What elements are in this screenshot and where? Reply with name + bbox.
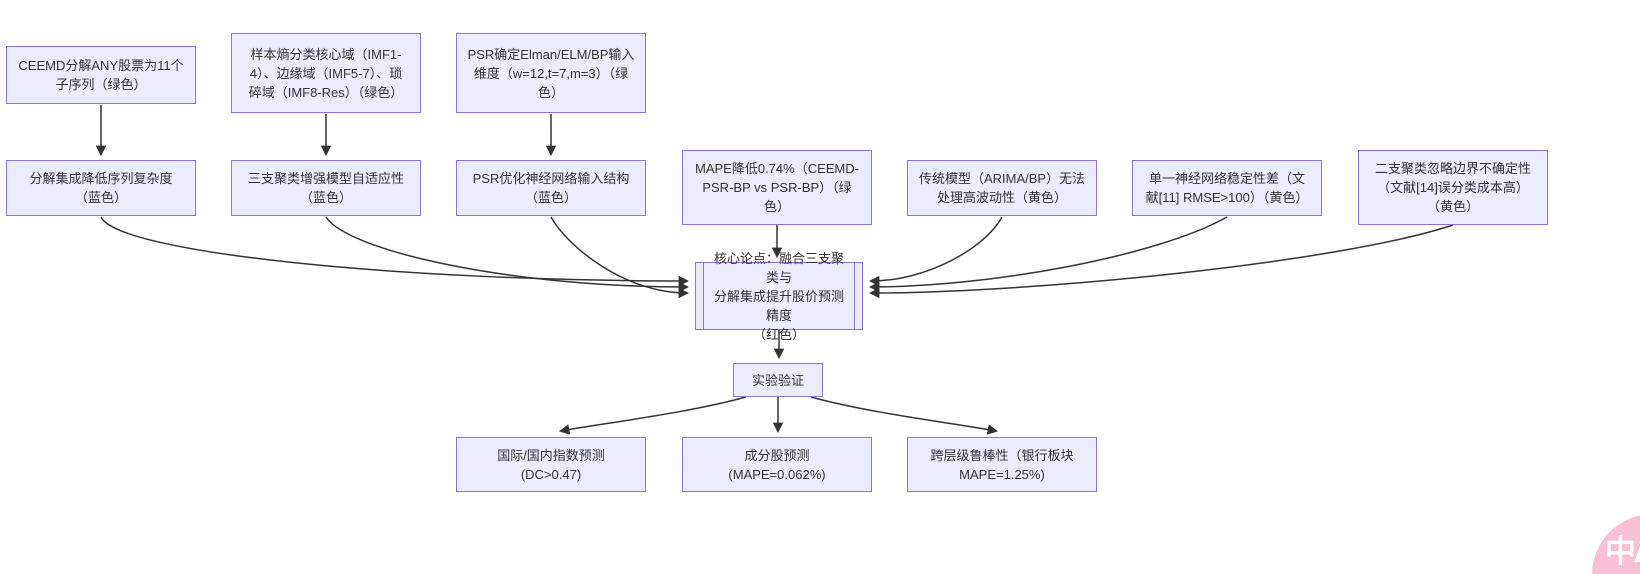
subroutine-left-bar: [703, 263, 704, 329]
edge-singlenn-to-core: [868, 216, 1228, 293]
node-experiment: 实验验证: [733, 363, 823, 397]
edge-experiment-to-robust: [810, 396, 999, 435]
node-index-prediction: 国际/国内指数预测 (DC>0.47): [456, 437, 646, 492]
node-mape-reduction: MAPE降低0.74%（CEEMD- PSR-BP vs PSR-BP）（绿 色…: [682, 150, 872, 225]
edge-traditional-to-core: [868, 216, 1003, 287]
node-stock-prediction: 成分股预测 (MAPE=0.062%): [682, 437, 872, 492]
node-core-thesis: 核心论点：融合三支聚类与 分解集成提升股价预测精度 （红色）: [695, 251, 863, 342]
translate-icon: 中A: [1605, 534, 1640, 570]
node-traditional: 传统模型（ARIMA/BP）无法 处理高波动性（黄色）: [907, 160, 1097, 216]
node-ceemd: CEEMD分解ANY股票为11个 子序列（绿色）: [6, 46, 196, 104]
edge-psropt-to-core: [550, 216, 690, 299]
edge-twoway-to-core: [868, 224, 1454, 299]
edge-experiment-to-index: [558, 396, 747, 435]
subroutine-right-bar: [854, 263, 855, 329]
edge-threeway-to-core: [325, 216, 690, 293]
translate-badge-button[interactable]: 中A: [1592, 514, 1640, 574]
edge-decomp-to-core: [100, 216, 690, 287]
node-decomposition: 分解集成降低序列复杂度 （蓝色）: [6, 160, 196, 216]
node-sample-entropy: 样本熵分类核心域（IMF1- 4）、边缘域（IMF5-7）、琐 碎域（IMF8-…: [231, 33, 421, 113]
node-robustness: 跨层级鲁棒性（银行板块 MAPE=1.25%): [907, 437, 1097, 492]
node-single-nn: 单一神经网络稳定性差（文 献[11] RMSE>100）（黄色）: [1132, 160, 1322, 216]
node-psr-optimize: PSR优化神经网络输入结构 （蓝色）: [456, 160, 646, 216]
node-two-way: 二支聚类忽略边界不确定性 （文献[14]误分类成本高） （黄色）: [1358, 150, 1548, 225]
node-psr-dimension: PSR确定Elman/ELM/BP输入 维度（w=12,t=7,m=3）（绿 色…: [456, 33, 646, 113]
node-three-way: 三支聚类增强模型自适应性 （蓝色）: [231, 160, 421, 216]
core-thesis-label: 核心论点：融合三支聚类与 分解集成提升股价预测精度 （红色）: [713, 250, 844, 342]
